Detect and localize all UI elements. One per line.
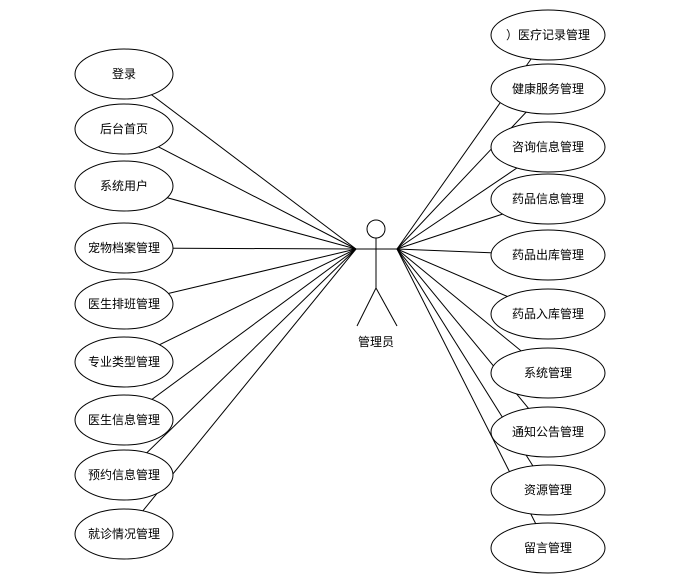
use-case: 专业类型管理 [74,336,174,388]
use-case-label: 宠物档案管理 [88,240,160,255]
use-case-label: 医生排班管理 [88,296,160,311]
use-case: 就诊情况管理 [74,508,174,560]
use-case-label: 药品出库管理 [512,247,584,262]
use-case-label: 专业类型管理 [88,354,160,369]
use-case-label: 系统管理 [524,365,572,380]
left-use-cases: 登录后台首页系统用户宠物档案管理医生排班管理专业类型管理医生信息管理预约信息管理… [74,48,174,560]
use-case-label: 通知公告管理 [512,424,584,439]
use-case-label: 系统用户 [100,178,148,193]
association-line [396,248,549,433]
use-case: 预约信息管理 [74,449,174,501]
use-case: 药品信息管理 [490,173,606,225]
use-case-ellipse [490,464,606,516]
use-case: 医生信息管理 [74,394,174,446]
use-case: 资源管理 [490,464,606,516]
use-case: ）医疗记录管理 [490,9,606,61]
use-case-label: 资源管理 [524,482,572,497]
use-case-label: 后台首页 [100,121,148,136]
use-case: 咨询信息管理 [490,121,606,173]
use-case-label: 就诊情况管理 [88,526,160,541]
use-case-label: 药品信息管理 [512,191,584,206]
use-case: 药品出库管理 [490,229,606,281]
use-case: 宠物档案管理 [74,222,174,274]
use-case-label: 留言管理 [524,540,572,555]
use-case-ellipse [490,522,606,574]
use-case-label: ）医疗记录管理 [506,27,590,42]
use-case: 健康服务管理 [490,63,606,115]
use-case-ellipse [490,121,606,173]
use-case-ellipse [490,173,606,225]
use-case-ellipse [74,278,174,330]
use-case: 系统用户 [74,160,174,212]
use-case-ellipse [74,222,174,274]
use-case-ellipse [74,160,174,212]
use-case-label: 药品入库管理 [512,306,584,321]
use-case-ellipse [74,449,174,501]
use-case: 通知公告管理 [490,406,606,458]
use-case: 医生排班管理 [74,278,174,330]
right-use-cases: ）医疗记录管理健康服务管理咨询信息管理药品信息管理药品出库管理药品入库管理系统管… [490,9,606,574]
association-line [123,73,357,250]
use-case-ellipse [490,347,606,399]
actor-right-leg [375,287,398,327]
use-case-ellipse [74,508,174,560]
use-case-ellipse [74,336,174,388]
use-case-ellipse [74,394,174,446]
use-case: 留言管理 [490,522,606,574]
actor-admin: 管理员 [356,219,398,349]
use-case-ellipse [74,103,174,155]
use-case-ellipse [490,288,606,340]
association-lines [123,34,549,549]
actor-head [366,219,386,239]
use-case: 系统管理 [490,347,606,399]
association-line [396,88,549,250]
actor-left-leg [356,287,377,327]
use-case: 登录 [74,48,174,100]
use-case-label: 登录 [112,66,136,81]
association-line [123,248,357,363]
use-case-ellipse [490,406,606,458]
use-case-label: 健康服务管理 [512,81,584,96]
use-case-ellipse [490,9,606,61]
actor-label: 管理员 [358,334,394,349]
use-case-ellipse [490,229,606,281]
use-case-label: 咨询信息管理 [512,139,584,154]
association-line [123,248,357,476]
use-case: 后台首页 [74,103,174,155]
use-case-ellipse [490,63,606,115]
use-case-ellipse [74,48,174,100]
use-case-label: 预约信息管理 [88,467,160,482]
association-line [123,248,357,421]
use-case-label: 医生信息管理 [88,412,160,427]
use-case: 药品入库管理 [490,288,606,340]
association-line [123,128,357,250]
